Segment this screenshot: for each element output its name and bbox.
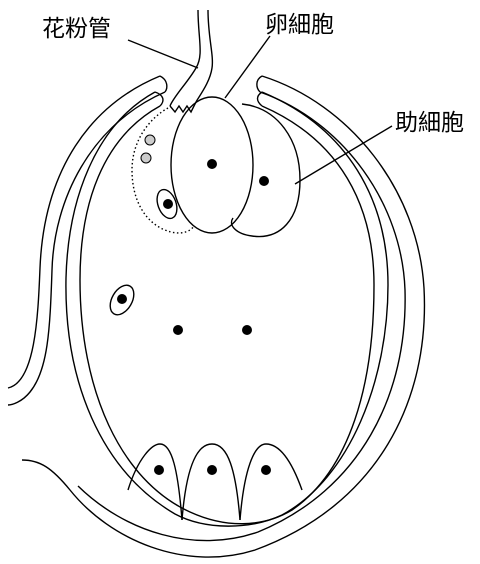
synergid-label: 助細胞 xyxy=(395,112,464,135)
synergid-cell xyxy=(232,104,300,237)
sperm-nucleus-2 xyxy=(163,199,173,209)
pollen-nucleus-bottom xyxy=(141,153,151,163)
egg-nucleus xyxy=(207,159,217,169)
egg-cell-label: 卵細胞 xyxy=(265,14,334,37)
micropyle-cap-right xyxy=(257,76,262,92)
inner-integument-cap-right xyxy=(258,92,263,106)
synergid-nucleus xyxy=(259,176,269,186)
polar-nucleus-right xyxy=(242,325,252,335)
antipodal-cell-middle xyxy=(182,444,240,520)
antipodal-nucleus-left xyxy=(154,465,164,475)
polar-nucleus-left xyxy=(173,325,183,335)
pollen-tube-leader xyxy=(128,40,198,68)
pollen-tube-label: 花粉管 xyxy=(42,18,111,41)
outer-integument-outer-right xyxy=(22,76,424,557)
micropyle-cap-left xyxy=(160,76,167,92)
tube-tip-zigzag xyxy=(170,102,196,112)
pollen-nucleus-top xyxy=(145,135,155,145)
antipodal-cell-left xyxy=(128,444,182,520)
embryo-sac-wall xyxy=(80,106,374,524)
antipodal-nucleus-middle xyxy=(207,465,217,475)
antipodal-nucleus-right xyxy=(261,465,271,475)
egg-cell-leader xyxy=(225,36,270,98)
migrating-nucleus xyxy=(117,294,127,304)
